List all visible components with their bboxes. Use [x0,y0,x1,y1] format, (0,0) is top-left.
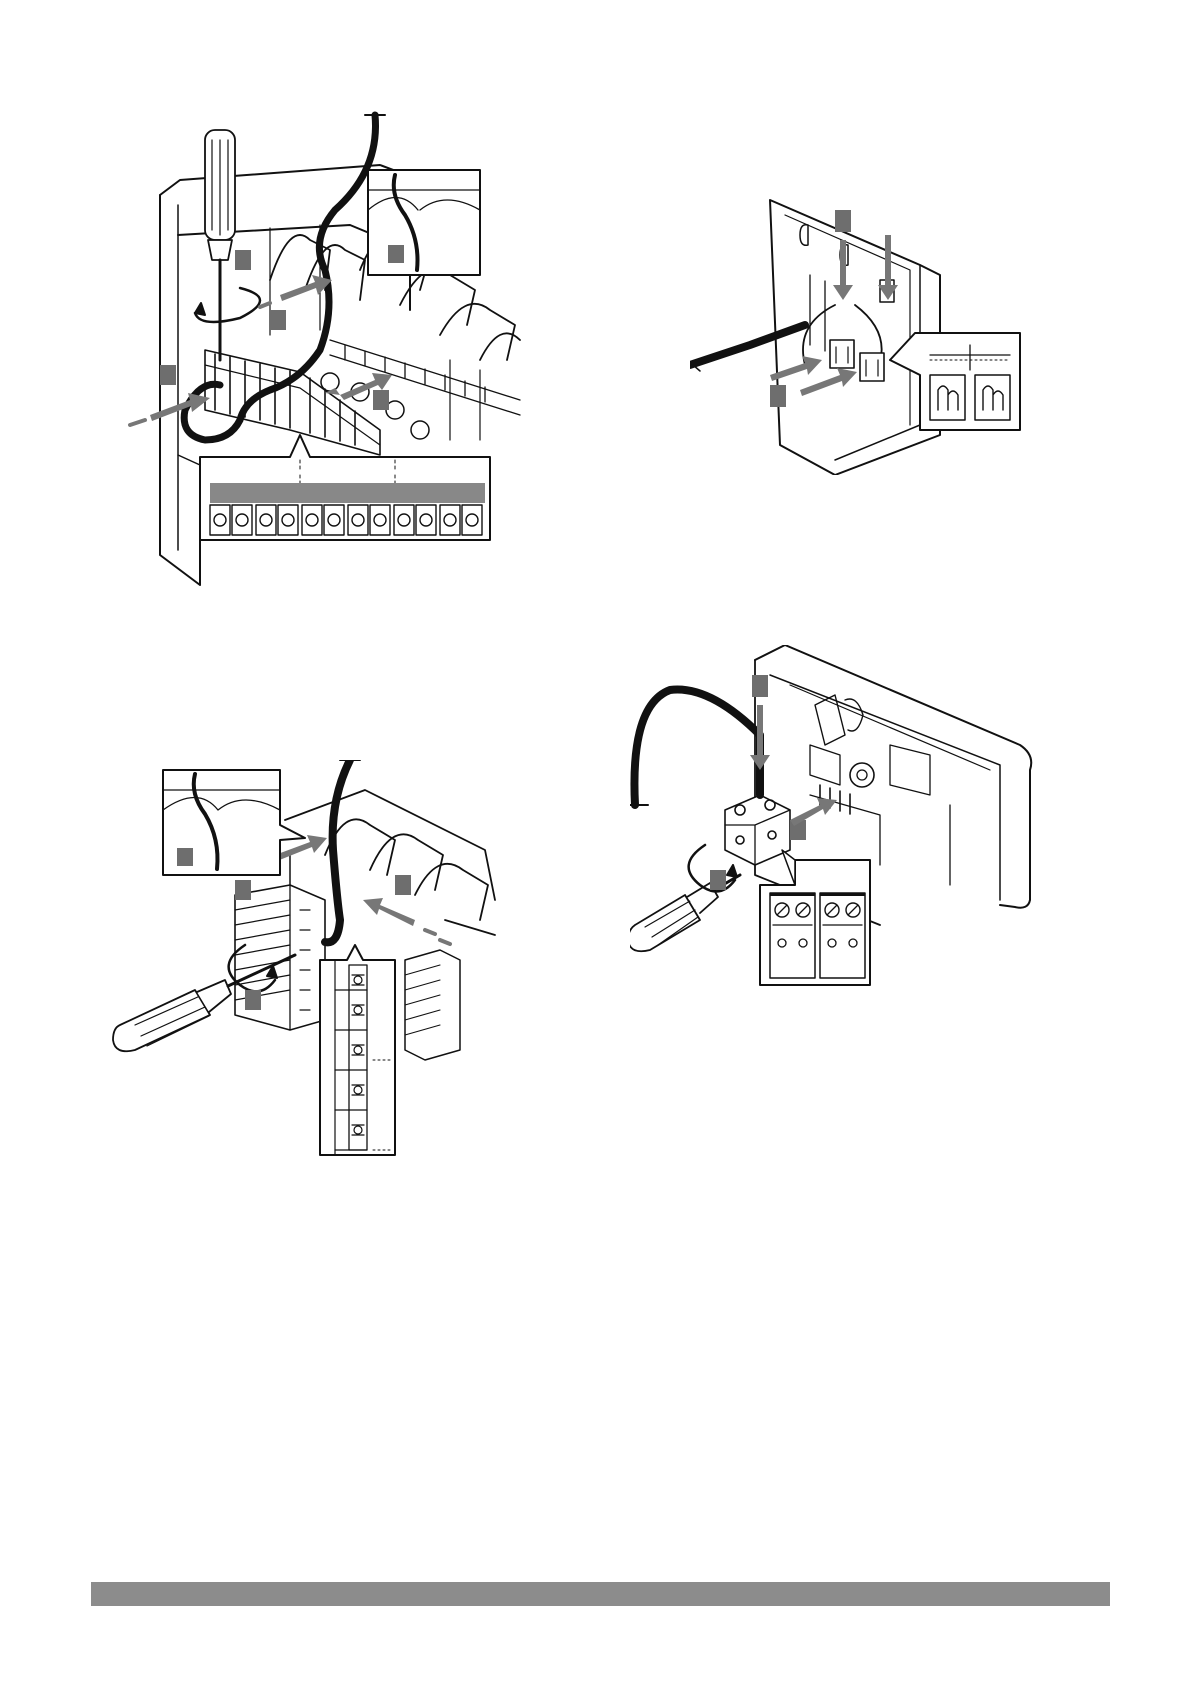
step-marker [270,310,286,330]
step-marker [245,990,261,1010]
step-marker [395,875,411,895]
step-marker [373,390,389,410]
footer-bar [91,1582,1110,1606]
step-marker [770,385,786,407]
step-marker [235,250,251,270]
connector-detail [320,945,395,1155]
thermostat-base-connection-figure [690,195,1030,475]
terminal-block-detail [200,435,490,540]
cable-icon [634,690,760,805]
screw-terminal-block [725,795,790,865]
screwdriver-icon [205,130,235,360]
cable-icon [325,760,350,942]
housing-outline [160,195,200,585]
controller-side-connector-wiring-figure [105,760,505,1200]
screw-terminal-detail [760,850,870,985]
step-marker [710,870,726,890]
connector-stack [405,950,460,1060]
step-marker [835,210,851,232]
cable-clip-detail [163,770,305,875]
terminal-block [205,350,380,455]
controller-terminal-wiring-figure [120,110,540,590]
step-marker [160,365,176,385]
step-marker [235,880,251,900]
thermostat-screw-terminal-wiring-figure [630,645,1040,1045]
step-marker [752,675,768,697]
rotate-arrow-icon [195,288,260,322]
cable-clip-detail [368,170,480,275]
